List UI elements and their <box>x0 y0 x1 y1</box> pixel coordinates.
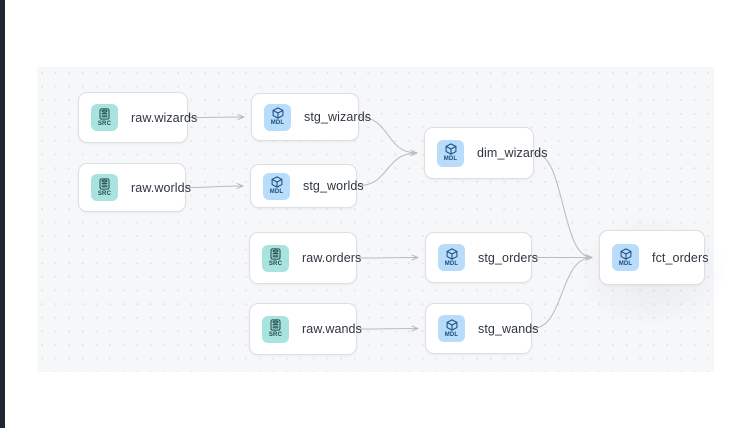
database-badge: SRC <box>262 244 289 272</box>
node-label: dim_wizards <box>477 146 548 160</box>
graph-node-stg_worlds[interactable]: MDL stg_worlds <box>250 164 364 208</box>
cube-badge: MDL <box>438 315 465 342</box>
graph-node-raw_wizards[interactable]: SRC raw.wizards <box>78 92 197 143</box>
database-icon <box>99 177 110 190</box>
cube-badge: MDL <box>437 139 464 167</box>
database-badge: SRC <box>91 174 118 201</box>
edge-stg_worlds-to-dim_wizards <box>356 153 417 187</box>
edge-raw_worlds-to-stg_worlds <box>185 186 243 188</box>
node-label: stg_wands <box>478 321 539 336</box>
database-badge: SRC <box>262 315 289 343</box>
badge-kind-label: SRC <box>97 190 112 197</box>
graph-node-stg_wands[interactable]: MDL stg_wands <box>425 303 539 354</box>
edge-dim_wizards-to-fct_orders <box>533 152 592 258</box>
cube-badge: MDL <box>438 244 465 271</box>
node-label: raw.wizards <box>131 110 198 125</box>
badge-kind-label: MDL <box>444 331 459 338</box>
edge-stg_wizards-to-dim_wizards <box>358 116 417 153</box>
graph-node-fct_orders[interactable]: MDL fct_orders <box>599 230 708 285</box>
node-label: fct_orders <box>652 250 709 265</box>
left-accent-rail <box>0 0 5 428</box>
cube-badge: MDL <box>263 172 290 200</box>
edge-stg_wands-to-fct_orders <box>531 258 592 330</box>
node-label: stg_wizards <box>304 110 372 124</box>
cube-icon <box>446 318 458 331</box>
edge-raw_wands-to-stg_wands <box>356 329 418 330</box>
graph-node-raw_worlds[interactable]: SRC raw.worlds <box>78 163 191 212</box>
database-badge: SRC <box>91 104 118 131</box>
database-icon <box>270 248 281 260</box>
cube-icon <box>446 247 458 260</box>
badge-kind-label: SRC <box>97 120 112 127</box>
badge-kind-label: MDL <box>269 189 284 195</box>
graph-node-dim_wizards[interactable]: MDL dim_wizards <box>424 127 547 179</box>
cube-icon <box>271 176 283 188</box>
graph-node-stg_orders[interactable]: MDL stg_orders <box>425 232 538 283</box>
edge-raw_wizards-to-stg_wizards <box>187 117 244 118</box>
edge-layer <box>185 67 714 372</box>
database-icon <box>99 107 110 120</box>
badge-kind-label: SRC <box>268 261 283 267</box>
graph-node-raw_orders[interactable]: SRC raw.orders <box>249 232 361 284</box>
graph-node-raw_wands[interactable]: SRC raw.wands <box>249 303 362 355</box>
database-icon <box>270 319 281 331</box>
cube-icon <box>620 247 632 260</box>
badge-kind-label: MDL <box>270 120 285 126</box>
cube-badge: MDL <box>612 244 639 271</box>
cube-icon <box>445 143 457 155</box>
graph-node-stg_wizards[interactable]: MDL stg_wizards <box>251 93 371 141</box>
node-label: raw.worlds <box>131 180 192 195</box>
node-label: stg_orders <box>478 250 539 265</box>
cube-icon <box>272 107 284 119</box>
badge-kind-label: MDL <box>444 260 459 267</box>
cube-badge: MDL <box>264 103 291 131</box>
badge-kind-label: MDL <box>443 156 458 162</box>
badge-kind-label: SRC <box>268 332 283 338</box>
node-label: raw.orders <box>302 251 362 265</box>
edge-raw_orders-to-stg_orders <box>356 258 418 259</box>
badge-kind-label: MDL <box>618 260 633 267</box>
node-label: raw.wands <box>302 322 362 336</box>
node-label: stg_worlds <box>303 179 364 193</box>
